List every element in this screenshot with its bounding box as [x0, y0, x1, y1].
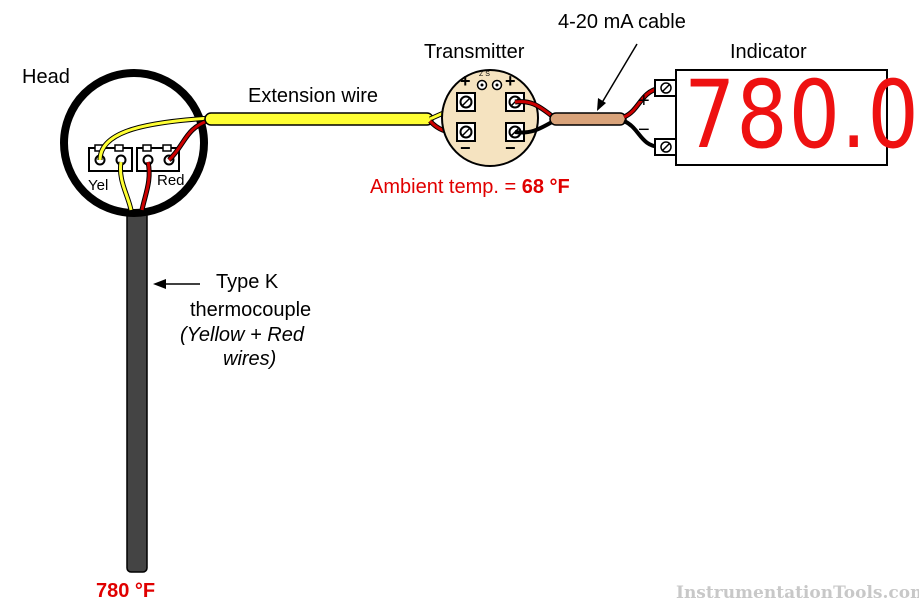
transmitter-plus-right: + — [505, 71, 516, 91]
tip-temperature-label: 780 °F — [96, 580, 156, 602]
transmitter-out-black — [514, 120, 553, 135]
transmitter-minus-right: − — [505, 138, 516, 158]
cable-arrow — [599, 43, 638, 107]
extension-wire — [204, 112, 434, 126]
terminal-yel-label: Yel — [88, 177, 109, 194]
transmitter-label: Transmitter — [424, 41, 525, 63]
terminal-red-label: Red — [157, 172, 185, 189]
ambient-temp-value: 68 °F — [521, 176, 570, 198]
indicator-label: Indicator — [730, 41, 807, 63]
cable-label: 4-20 mA cable — [558, 11, 686, 33]
indicator-plus-label: + — [638, 90, 650, 112]
thermocouple-probe — [126, 206, 148, 573]
cable — [549, 112, 627, 126]
head-circle — [60, 69, 208, 217]
head-label: Head — [22, 66, 70, 88]
zero-span-label: Z S — [479, 71, 490, 78]
wires-label-line1: (Yellow + Red — [180, 324, 304, 346]
ambient-temp-prefix: Ambient temp. = — [370, 176, 522, 198]
watermark: InstrumentationTools.com — [676, 583, 919, 603]
extension-wire-label: Extension wire — [248, 85, 379, 107]
indicator-minus-label: − — [638, 119, 650, 141]
transmitter-plus-left: + — [460, 71, 471, 91]
wires-label-line2: wires) — [223, 348, 277, 370]
head-terminal-block-yel — [88, 144, 133, 172]
thermocouple-label: thermocouple — [190, 299, 312, 321]
ambient-temp-label: Ambient temp. = 68 °F — [370, 176, 570, 199]
type-k-label: Type K — [216, 271, 279, 293]
indicator-display: 780.0 — [684, 61, 919, 170]
transmitter-out-red — [514, 100, 553, 118]
indicator — [654, 69, 888, 166]
transmitter-minus-left: − — [460, 138, 471, 158]
transmitter — [441, 69, 539, 167]
